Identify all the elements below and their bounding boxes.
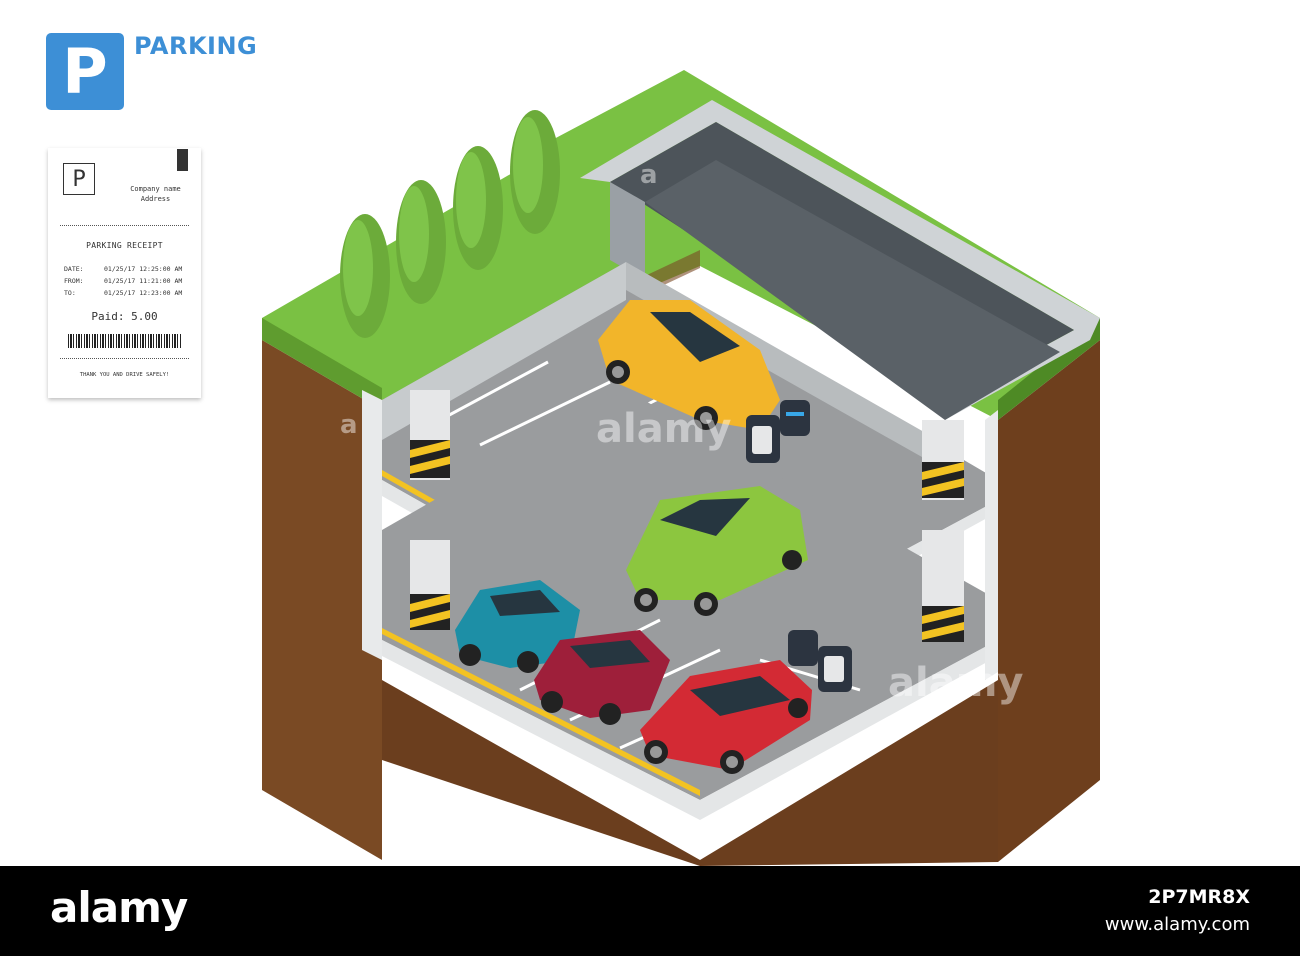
- page-title: PARKING: [134, 32, 258, 60]
- watermark-text: alamy: [596, 406, 732, 452]
- receipt-row-to: TO: 01/25/17 12:23:00 AM: [64, 289, 182, 297]
- soil-bottom-face: [382, 680, 998, 866]
- alamy-logo: alamy: [50, 883, 188, 932]
- receipt-thanks: THANK YOU AND DRIVE SAFELY!: [79, 372, 170, 378]
- parking-sign-letter: P: [62, 34, 108, 108]
- charging-robot-icon: [788, 630, 852, 692]
- car-icon: [534, 630, 670, 725]
- car-icon: [455, 580, 580, 673]
- ramp-inner-wall: [610, 182, 645, 280]
- illustration-canvas: alamy alamy a a P PARKING P Company name…: [46, 32, 1100, 866]
- image-id: 2P7MR8X: [1148, 886, 1250, 908]
- parking-sign-icon: P: [46, 33, 124, 110]
- receipt-title: PARKING RECEIPT: [86, 241, 163, 250]
- pillar-2: [922, 420, 964, 500]
- ramp-frame: [580, 100, 1100, 420]
- receipt-row-value: 01/25/17 11:21:00 AM: [104, 277, 183, 285]
- car-icon: [626, 486, 808, 616]
- receipt-row-from: FROM: 01/25/17 11:21:00 AM: [64, 277, 182, 285]
- grass-edge-left: [262, 318, 382, 410]
- soil-right-face: [998, 340, 1100, 862]
- receipt-row-value: 01/25/17 12:25:00 AM: [104, 265, 183, 273]
- underground-parking-illustration: [262, 70, 1100, 866]
- receipt-row-value: 01/25/17 12:23:00 AM: [104, 289, 183, 297]
- receipt-row-label: DATE:: [64, 265, 84, 273]
- receipt-row-label: FROM:: [64, 277, 84, 285]
- pillar-3: [410, 540, 450, 630]
- receipt-company: Company name Address: [113, 184, 198, 204]
- tree-icon: [396, 180, 446, 304]
- receipt-divider: [60, 225, 189, 226]
- left-wall-upper: [362, 390, 382, 660]
- receipt-parking-sign-icon: P: [63, 163, 95, 195]
- site-url[interactable]: www.alamy.com: [1104, 914, 1250, 935]
- lower-deck-yellow-line: [382, 628, 700, 796]
- car-icon: [598, 300, 780, 430]
- receipt-divider: [60, 358, 189, 359]
- tree-icon: [510, 110, 560, 234]
- parking-receipt: P Company name Address PARKING RECEIPT D…: [48, 148, 201, 398]
- pillar-1: [410, 390, 450, 480]
- receipt-row-date: DATE: 01/25/17 12:25:00 AM: [64, 265, 182, 273]
- watermark-text: alamy: [888, 660, 1024, 706]
- stock-footer-bar: alamy 2P7MR8X www.alamy.com: [0, 866, 1300, 956]
- receipt-row-label: TO:: [64, 289, 76, 297]
- tree-icon: [340, 214, 390, 338]
- car-icon: [640, 660, 812, 774]
- receipt-company-name: Company name: [130, 185, 181, 193]
- pillar-4: [922, 530, 964, 642]
- ramp-road-inner: [645, 160, 1060, 420]
- receipt-tab: [177, 149, 188, 171]
- charging-robot-icon: [746, 400, 810, 463]
- right-wall: [985, 410, 998, 680]
- soil-left-face: [262, 340, 382, 860]
- receipt-company-address: Address: [140, 195, 171, 203]
- image-info: 2P7MR8X www.alamy.com: [1105, 886, 1250, 935]
- barcode-icon: [68, 334, 182, 348]
- tree-icon: [453, 146, 503, 270]
- watermark-mark: a: [640, 160, 658, 190]
- receipt-paid: Paid: 5.00: [91, 310, 158, 323]
- watermark-mark: a: [340, 410, 358, 440]
